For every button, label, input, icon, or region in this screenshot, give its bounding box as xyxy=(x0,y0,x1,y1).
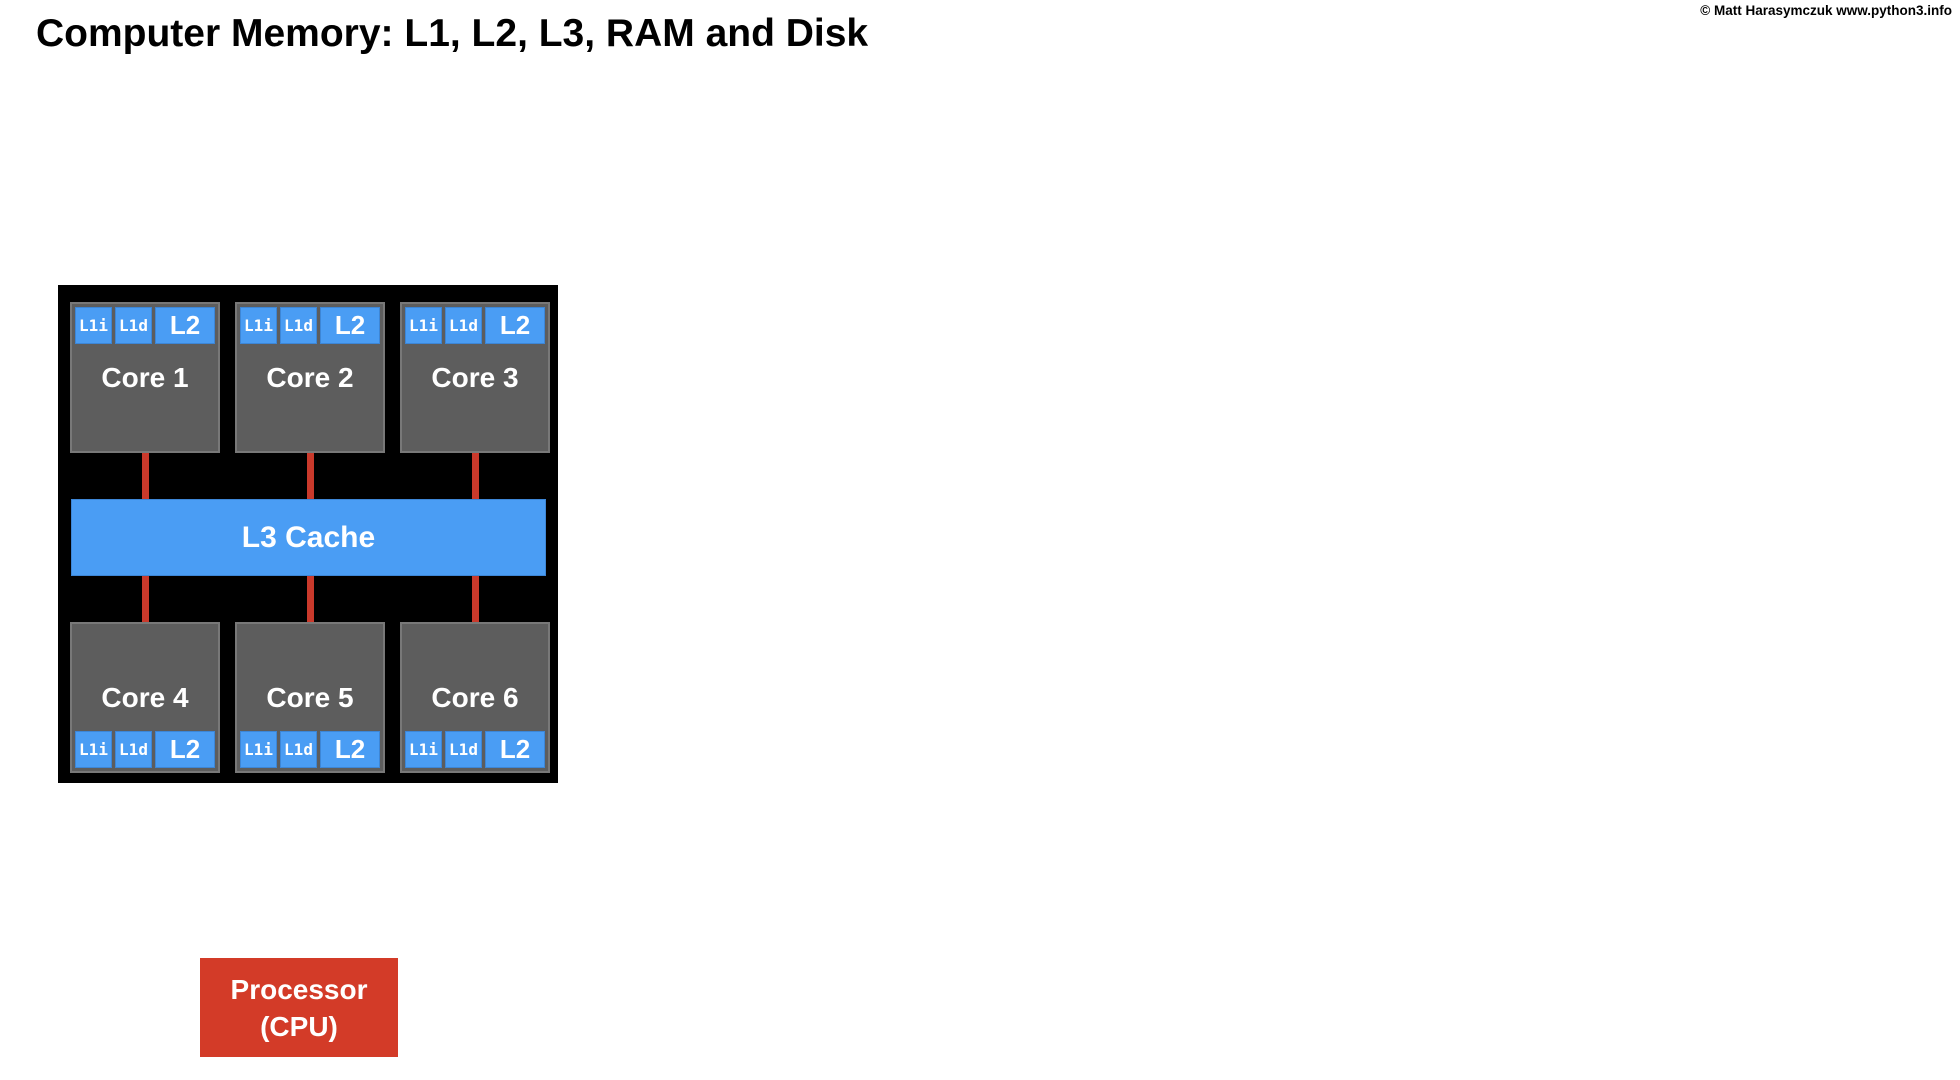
bus-line-core6-l3 xyxy=(472,574,479,624)
core-1-cache-strip: L1i L1d L2 xyxy=(75,307,215,344)
l1i-cache-box: L1i xyxy=(405,731,442,768)
bus-line-core3-l3 xyxy=(472,451,479,501)
core-1-label: Core 1 xyxy=(101,361,189,393)
core-3-cache-strip: L1i L1d L2 xyxy=(405,307,545,344)
processor-label-line2: (CPU) xyxy=(260,1010,338,1042)
core-5: Core 5 L1i L1d L2 xyxy=(235,622,385,773)
core-4-label: Core 4 xyxy=(101,681,189,713)
core-1: L1i L1d L2 Core 1 xyxy=(70,302,220,453)
l2-cache-box: L2 xyxy=(485,307,545,344)
core-6: Core 6 L1i L1d L2 xyxy=(400,622,550,773)
l1d-cache-box: L1d xyxy=(280,307,317,344)
l1d-cache-box: L1d xyxy=(115,731,152,768)
l2-cache-box: L2 xyxy=(155,307,215,344)
l2-cache-box: L2 xyxy=(320,307,380,344)
l1d-cache-box: L1d xyxy=(445,731,482,768)
bus-line-core4-l3 xyxy=(142,574,149,624)
core-2-label: Core 2 xyxy=(266,361,354,393)
page-title: Computer Memory: L1, L2, L3, RAM and Dis… xyxy=(36,12,869,55)
copyright-notice: © Matt Harasymczuk www.python3.info xyxy=(1700,3,1952,18)
bus-line-core2-l3 xyxy=(307,451,314,501)
core-4-cache-strip: L1i L1d L2 xyxy=(75,731,215,768)
l1d-cache-box: L1d xyxy=(445,307,482,344)
l2-cache-box: L2 xyxy=(485,731,545,768)
l1d-cache-box: L1d xyxy=(115,307,152,344)
core-5-cache-strip: L1i L1d L2 xyxy=(240,731,380,768)
core-6-label: Core 6 xyxy=(431,681,519,713)
processor-cpu-box: Processor (CPU) xyxy=(200,958,398,1057)
l1i-cache-box: L1i xyxy=(75,731,112,768)
bus-line-core5-l3 xyxy=(307,574,314,624)
l2-cache-box: L2 xyxy=(320,731,380,768)
core-2-cache-strip: L1i L1d L2 xyxy=(240,307,380,344)
bus-line-core1-l3 xyxy=(142,451,149,501)
l1i-cache-box: L1i xyxy=(75,307,112,344)
l1d-cache-box: L1d xyxy=(280,731,317,768)
core-3: L1i L1d L2 Core 3 xyxy=(400,302,550,453)
cpu-die-diagram: L1i L1d L2 Core 1 L1i L1d L2 Core 2 L1i … xyxy=(58,285,558,783)
core-5-label: Core 5 xyxy=(266,681,354,713)
core-3-label: Core 3 xyxy=(431,361,519,393)
core-2: L1i L1d L2 Core 2 xyxy=(235,302,385,453)
l1i-cache-box: L1i xyxy=(405,307,442,344)
l2-cache-box: L2 xyxy=(155,731,215,768)
processor-label-line1: Processor xyxy=(230,973,368,1005)
l1i-cache-box: L1i xyxy=(240,731,277,768)
core-6-cache-strip: L1i L1d L2 xyxy=(405,731,545,768)
core-4: Core 4 L1i L1d L2 xyxy=(70,622,220,773)
l3-cache-bar: L3 Cache xyxy=(71,499,546,576)
l1i-cache-box: L1i xyxy=(240,307,277,344)
